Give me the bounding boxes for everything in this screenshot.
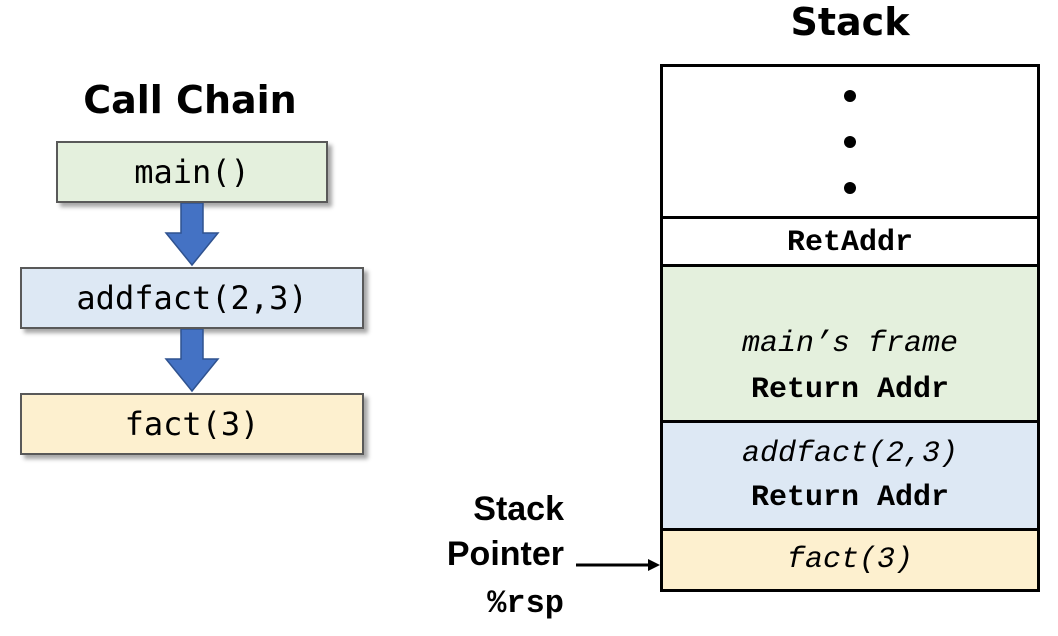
addfact-frame: addfact(2,3) Return Addr: [663, 423, 1037, 531]
stack-pointer-register: %rsp: [487, 585, 564, 622]
call-fact-box: fact(3): [20, 393, 364, 455]
call-main-box: main(): [56, 141, 328, 203]
retaddr-cell: RetAddr: [663, 219, 1037, 267]
call-arrow-2: [164, 329, 220, 393]
main-frame: main’s frame Return Addr: [663, 267, 1037, 423]
ellipsis-dot: [844, 136, 856, 148]
call-chain-title: Call Chain: [83, 78, 297, 122]
stack-pointer-label-line1: Stack: [473, 490, 564, 528]
addfact-frame-return-addr: Return Addr: [750, 481, 950, 515]
call-addfact-box: addfact(2,3): [20, 267, 364, 329]
stack-ellipsis: [663, 67, 1037, 219]
stack-pointer-arrow: [576, 559, 660, 571]
ellipsis-dot: [844, 182, 856, 194]
call-arrow-1: [164, 203, 220, 267]
ellipsis-dot: [844, 90, 856, 102]
stack-pointer-label-line2: Pointer: [446, 535, 564, 573]
fact-frame: fact(3): [663, 531, 1037, 589]
stack-diagram: RetAddr main’s frame Return Addr addfact…: [660, 64, 1040, 592]
addfact-frame-label: addfact(2,3): [741, 437, 959, 471]
main-frame-label: main’s frame: [741, 327, 959, 361]
main-frame-return-addr: Return Addr: [750, 373, 950, 407]
stack-title: Stack: [790, 0, 910, 44]
